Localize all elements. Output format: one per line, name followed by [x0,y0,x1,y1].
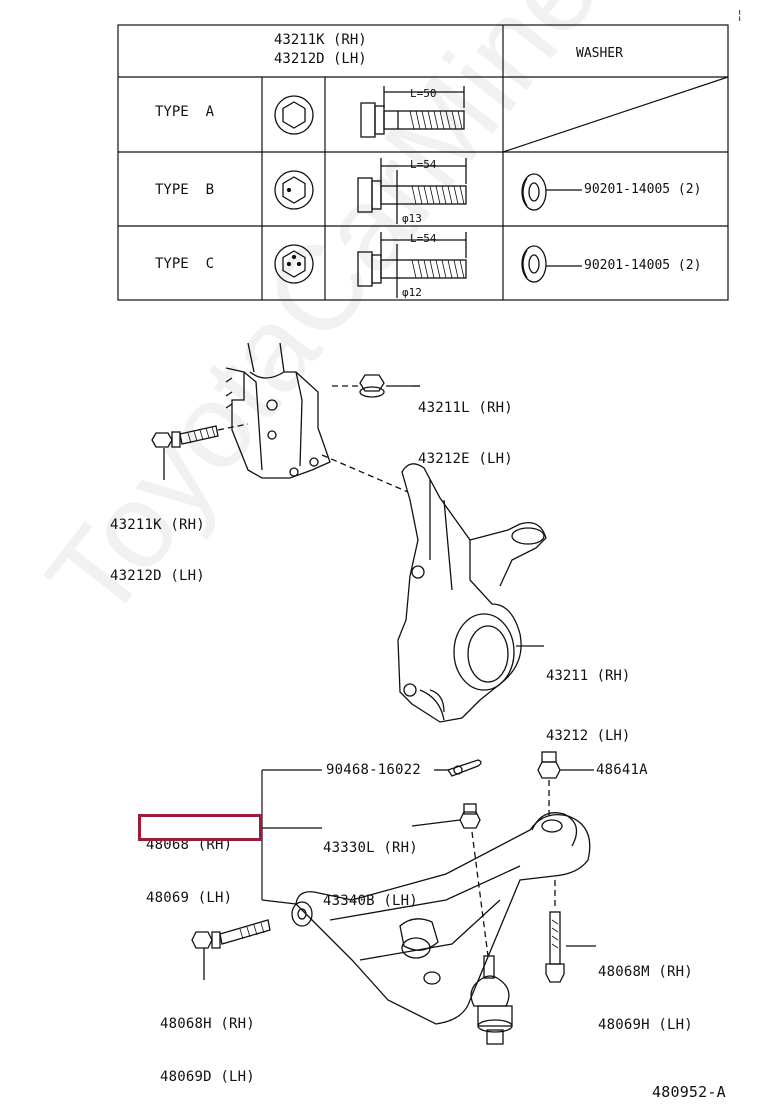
row-type-b-washer: 90201-14005 (2) [584,182,702,197]
callout-nut-top-lh: 43212E (LH) [418,451,513,467]
ball-joint-stud-icon [470,955,513,1045]
row-type-c-length: L=54 [410,232,437,245]
washer-type-c-icon [521,245,582,283]
cotter-pin-icon [434,759,482,777]
rear-bolt-icon [545,911,596,983]
callout-bolt-left: 43211K (RH) 43212D (LH) [110,483,205,602]
flange-nut-icon [359,374,420,398]
row-type-a-label: TYPE A [155,104,215,120]
callout-nut-top: 43211L (RH) 43212E (LH) [418,366,513,485]
corner-mark: ¦ [736,8,744,22]
table-header-part-rh: 43211K (RH) [274,32,367,48]
arm-callout-leader [261,385,544,905]
bolt-type-b-icon [357,158,467,224]
callout-bolt-left-lh: 43212D (LH) [110,568,205,584]
callout-lower-arm-lh[interactable]: 48069 (LH) [146,890,233,906]
washer-type-b-icon [521,173,582,211]
row-type-b-length: L=54 [410,158,437,171]
callout-bolt-left-rh: 43211K (RH) [110,517,205,533]
callout-nut-48641a: 48641A [596,762,648,778]
strut-bracket-drawing [225,342,331,479]
callout-knuckle-rh: 43211 (RH) [546,668,631,684]
row-type-a-length: L=50 [410,87,437,100]
bolt-type-a-icon [360,86,465,138]
highlighted-part-box[interactable] [138,814,262,841]
callout-ball-joint-nut-rh: 43330L (RH) [323,840,418,856]
steering-knuckle-drawing [397,463,547,723]
callout-lower-arm-rh: 48068 (RH) [146,837,233,853]
callout-cotter-pin: 90468-16022 [326,762,421,778]
row-type-b-diameter: φ13 [402,212,422,225]
table-header-washer: WASHER [576,46,623,61]
row-type-b-label: TYPE B [155,182,215,198]
callout-rear-bolt-lh: 48069H (LH) [598,1017,693,1033]
ball-joint-nut-icon [459,803,481,829]
bolt-type-table [117,24,729,301]
callout-ball-joint-nut-lh: 43340B (LH) [323,893,418,909]
front-bolt-icon [191,919,271,980]
row-type-c-washer: 90201-14005 (2) [584,258,702,273]
callout-ball-joint-nut: 43330L (RH) 43340B (LH) [323,806,418,927]
callout-front-bolt-rh: 48068H (RH) [160,1016,255,1032]
callout-lower-arm: 48068 (RH) 48069 (LH) [146,803,232,924]
bolt-type-c-icon [357,232,467,298]
hex-head-icon-type-c [274,244,314,284]
callout-rear-bolt-rh: 48068M (RH) [598,964,693,980]
callout-front-bolt-lh: 48069D (LH) [160,1069,255,1085]
lower-control-arm-drawing [291,812,591,1025]
hex-head-icon-type-a [274,95,314,135]
row-type-c-diameter: φ12 [402,286,422,299]
callout-rear-bolt: 48068M (RH) 48069H (LH) [598,930,693,1051]
flange-nut-icon-48641a [537,751,594,779]
hex-head-icon-type-b [274,170,314,210]
callout-knuckle-lh: 43212 (LH) [546,728,631,744]
diagram-code: 480952-A [652,1083,726,1101]
bracket-bolt-icon [151,425,219,480]
callout-nut-top-rh: 43211L (RH) [418,400,513,416]
callout-front-bolt: 48068H (RH) 48069D (LH) [160,982,255,1103]
callout-knuckle: 43211 (RH) 43212 (LH) [546,626,630,766]
table-header-part-lh: 43212D (LH) [274,51,367,67]
row-type-c-label: TYPE C [155,256,215,272]
